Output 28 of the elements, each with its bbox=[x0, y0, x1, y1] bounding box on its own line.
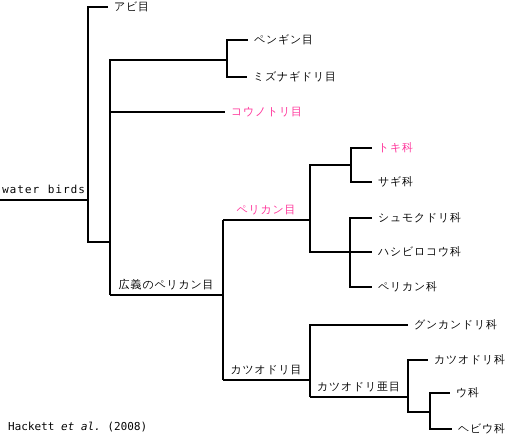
taxon-label: サギ科 bbox=[372, 175, 414, 189]
tree-branch bbox=[87, 6, 108, 200]
branch-label: ペリカン目 bbox=[223, 201, 310, 221]
tree-branch bbox=[222, 220, 224, 295]
tree-branch bbox=[407, 359, 428, 397]
branch-label: カツオドリ亜目 bbox=[310, 378, 408, 398]
tree-branch bbox=[309, 220, 372, 288]
taxon-label: コウノトリ目 bbox=[225, 105, 303, 119]
taxon-label: ペリカン科 bbox=[372, 280, 438, 294]
taxon-label: トキ科 bbox=[372, 141, 414, 155]
tree-branch bbox=[309, 164, 372, 220]
taxon-label: ハシビロコウ科 bbox=[372, 245, 462, 259]
branch-label: カツオドリ目 bbox=[223, 361, 310, 381]
citation: Hackett et al. (2008) bbox=[8, 420, 148, 433]
tree-branch bbox=[87, 200, 111, 295]
taxon-label: アビ目 bbox=[108, 0, 150, 14]
tree-branch bbox=[309, 324, 408, 380]
taxon-label: ミズナギドリ目 bbox=[247, 70, 337, 84]
taxon-label: ウ科 bbox=[450, 386, 480, 400]
tree-branch bbox=[309, 380, 311, 397]
taxon-label: シュモクドリ科 bbox=[372, 211, 462, 225]
branch-label: water birds bbox=[0, 181, 88, 201]
taxon-label: ヘビウ科 bbox=[452, 422, 506, 436]
taxon-label: ペンギン目 bbox=[248, 33, 314, 47]
tree-branch bbox=[222, 295, 224, 380]
branch-label: 広義のペリカン目 bbox=[110, 276, 223, 296]
taxon-label: グンカンドリ科 bbox=[408, 318, 498, 332]
taxon-label: カツオドリ科 bbox=[428, 353, 506, 367]
